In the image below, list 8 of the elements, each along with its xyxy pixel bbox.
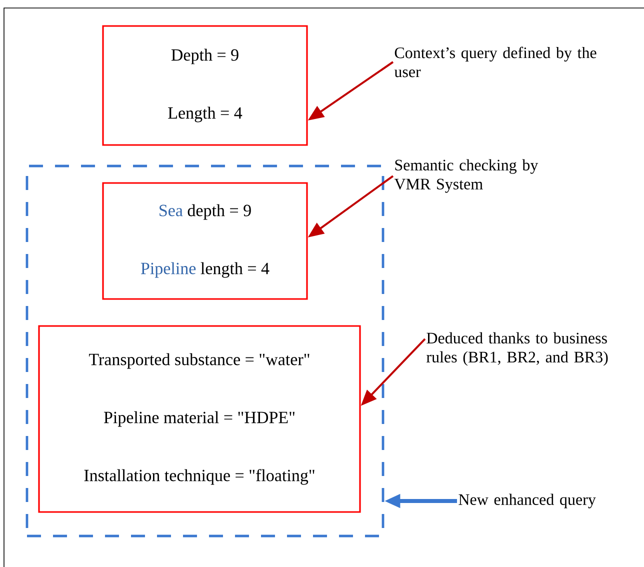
annotation-text: Context’s query defined by the user <box>394 46 596 78</box>
annotation-text: Semantic checking by VMR System <box>394 159 538 193</box>
annotation-text: New enhanced query <box>458 494 596 508</box>
query-box: Transported substance = "water" Pipeline material = "HDPE" Installation technique = "floating" <box>38 325 361 513</box>
query-box: Depth = 9 Length = 4 <box>102 25 308 146</box>
dashed-group-box <box>26 164 384 538</box>
annotation-text: Deduced thanks to business rules (BR1, BR2, and BR3) <box>426 332 608 366</box>
query-box: Sea depth = 9 Pipeline length = 4 <box>102 182 308 300</box>
